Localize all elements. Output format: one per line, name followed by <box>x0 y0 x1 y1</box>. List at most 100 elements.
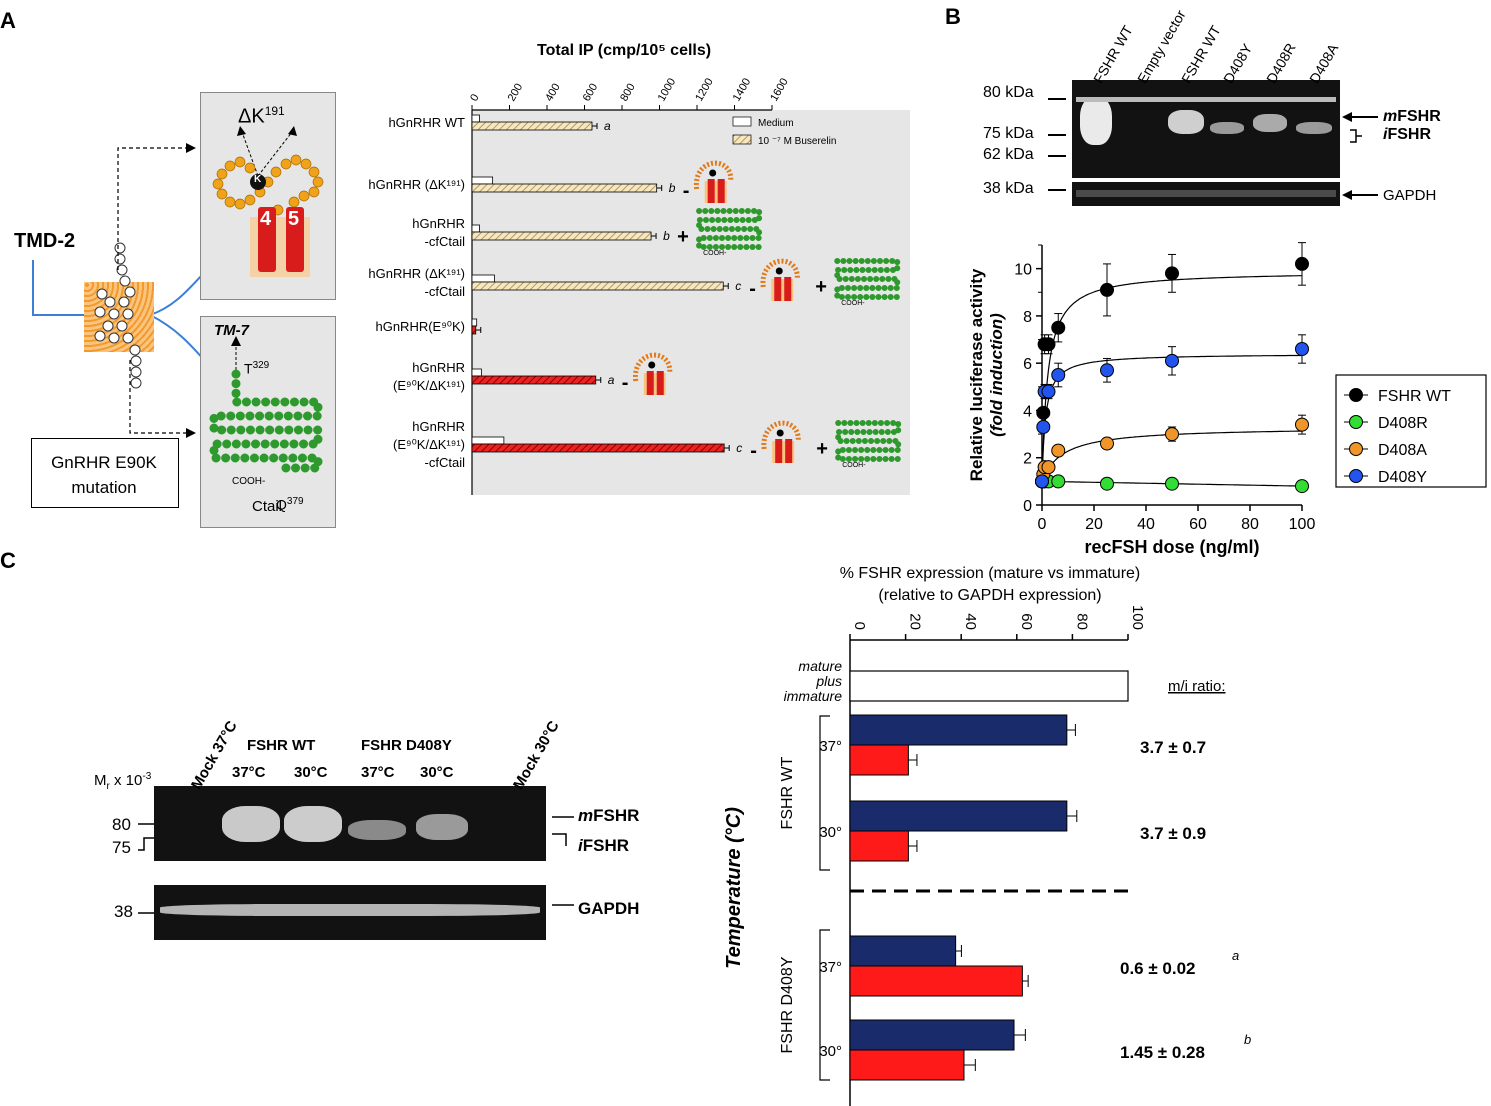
gapdh-label-c: GAPDH <box>578 899 640 918</box>
lane-label-b: FSHR WT <box>1090 22 1136 86</box>
mini-ctail-icon: COOH- <box>834 258 901 307</box>
y-tick-label: 8 <box>1023 309 1032 326</box>
mfshr-label-b: mFSHR <box>1383 108 1441 125</box>
mini-receptor-icon <box>761 420 801 463</box>
bar-mature <box>849 800 1068 832</box>
band-wt-2 <box>1168 110 1204 134</box>
bar-immature <box>849 830 909 862</box>
mini-receptor-icon <box>760 258 800 301</box>
legend-label: D408R <box>1378 415 1428 432</box>
significance-letter: b <box>663 229 670 243</box>
ratio-superscript: a <box>1232 948 1239 963</box>
significance-letter: a <box>604 119 611 133</box>
mutation-label: GnRHR E90K mutation <box>51 453 157 497</box>
category-label: hGnRHR (ΔK¹⁹¹) <box>368 266 465 281</box>
x-tick-label: 20 <box>1085 516 1103 533</box>
tm7-label: TM-7 <box>214 322 249 339</box>
dashed-arrows <box>117 143 196 438</box>
mini-receptor-icon <box>633 352 673 395</box>
mw-c-80: 80 <box>112 815 131 834</box>
temperature-label: 30° <box>819 1043 842 1060</box>
legend-marker <box>1349 442 1363 456</box>
mw-c-75: 75 <box>112 838 131 857</box>
group-fshr-d408y: FSHR D408Y <box>361 737 452 754</box>
operator-minus: - <box>750 440 757 462</box>
total-label-1: mature <box>798 658 842 674</box>
category-label: hGnRHR <box>412 360 465 375</box>
mini-cooh-label: COOH- <box>841 300 865 307</box>
ctail-box <box>200 316 336 528</box>
bar-immature <box>849 965 1023 997</box>
x-tick-label: 60 <box>1018 613 1035 630</box>
bar-medium <box>471 224 480 233</box>
data-point <box>1036 420 1051 434</box>
legend-label: D408Y <box>1378 469 1427 486</box>
x-tick-label: 1200 <box>693 76 716 103</box>
fit-curve <box>1041 275 1302 482</box>
x-tick-label: 0 <box>1038 516 1047 533</box>
significance-letter: b <box>669 181 676 195</box>
q379-label: Q379 <box>276 496 304 513</box>
data-point <box>1295 256 1309 271</box>
lane-mock-37: Mock 37°C <box>188 718 241 793</box>
data-point <box>1051 368 1066 382</box>
x-tick-label: 0 <box>851 622 868 630</box>
ratio-value: 3.7 ± 0.9 <box>1140 824 1206 843</box>
x-tick-label: 100 <box>1289 516 1316 533</box>
band-d408a <box>1296 122 1332 134</box>
y-axis-label-line2: (fold induction) <box>987 313 1006 437</box>
band-d408y-30 <box>416 814 468 840</box>
mw-c-38: 38 <box>114 902 133 921</box>
group-bracket <box>819 715 830 871</box>
y-tick-label: 4 <box>1023 403 1032 420</box>
x-tick-label: 400 <box>543 82 563 104</box>
ratio-value: 1.45 ± 0.28 <box>1120 1043 1205 1062</box>
tick-75 <box>1048 134 1066 136</box>
bar-mature <box>849 714 1068 746</box>
x-tick-label: 800 <box>618 82 638 104</box>
bar-buserelin <box>471 325 477 335</box>
temp-d408y-30: 30°C <box>420 764 454 781</box>
x-tick-label: 1600 <box>768 76 791 103</box>
temp-wt-30: 30°C <box>294 764 328 781</box>
mfshr-label-c: mFSHR <box>578 806 640 825</box>
temperature-label: 37° <box>819 738 842 755</box>
legend-marker <box>1349 469 1363 483</box>
temp-wt-37: 37°C <box>232 764 266 781</box>
band-gapdh-row <box>1076 190 1336 197</box>
data-point <box>1100 436 1114 451</box>
y-axis-label-line1: Relative luciferase activity <box>967 268 986 481</box>
legend-swatch-medium <box>732 116 752 127</box>
x-tick-label: 80 <box>1073 613 1090 630</box>
data-point <box>1051 443 1066 458</box>
mw-75: 75 kDa <box>983 125 1034 142</box>
data-point <box>1041 337 1056 352</box>
operator-minus: - <box>749 278 756 300</box>
y-tick-label: 10 <box>1014 262 1032 279</box>
bar-mature <box>849 1019 1015 1051</box>
legend-medium: Medium <box>758 118 794 129</box>
category-label: hGnRHR WT <box>388 115 465 130</box>
x-tick-label: 40 <box>962 613 979 630</box>
band-d408r <box>1253 114 1287 132</box>
significance-letter: a <box>608 373 615 387</box>
data-point <box>1100 363 1114 378</box>
category-label: (E⁹⁰K/ΔK¹⁹¹) <box>393 378 465 393</box>
operator-plus: + <box>677 226 689 248</box>
category-label: hGnRHR(E⁹⁰K) <box>375 319 465 334</box>
category-label: hGnRHR <box>412 419 465 434</box>
k-residue: K <box>254 174 262 185</box>
data-point <box>1295 342 1309 356</box>
mini-ctail-icon: COOH- <box>696 208 763 257</box>
temperature-label: 30° <box>819 824 842 841</box>
bar-medium <box>471 274 495 283</box>
group-bracket <box>819 929 830 1081</box>
mini-cooh-label: COOH- <box>703 250 727 257</box>
bar-mature <box>849 935 957 967</box>
data-point <box>1036 405 1051 420</box>
band-d408y-37 <box>348 820 406 840</box>
band-d408y <box>1210 122 1244 134</box>
mini-receptor-icon <box>694 160 734 203</box>
legend-marker <box>1349 388 1363 402</box>
